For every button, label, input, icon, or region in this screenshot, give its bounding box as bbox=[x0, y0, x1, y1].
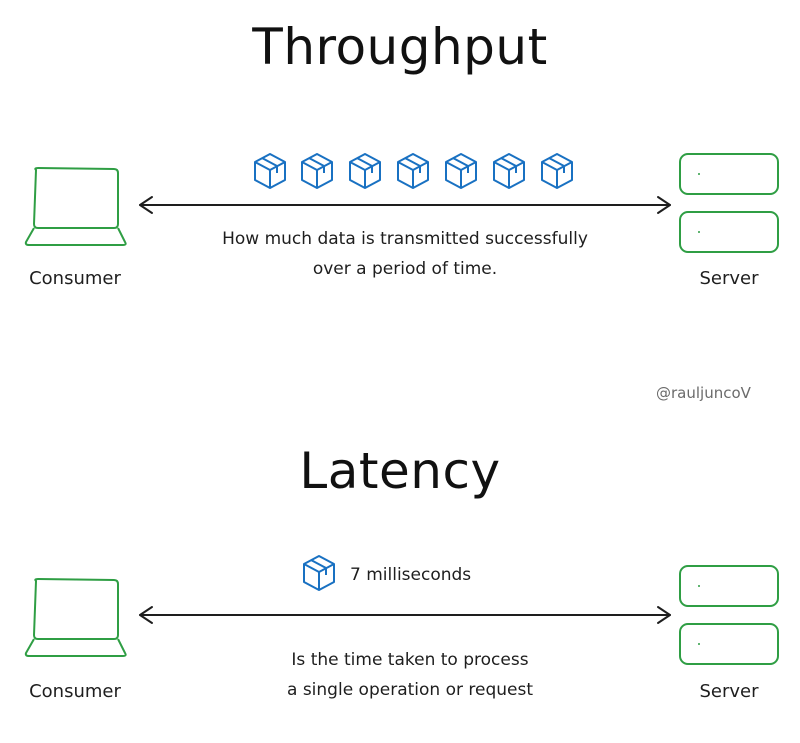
server-label: Server bbox=[699, 268, 759, 289]
package-icon bbox=[541, 153, 573, 189]
package-icon bbox=[254, 153, 286, 189]
package-icon bbox=[397, 153, 429, 189]
package-icon bbox=[349, 153, 381, 189]
package-icon bbox=[301, 153, 333, 189]
watermark-handle: @rauljuncoV bbox=[656, 384, 751, 402]
package-icon bbox=[493, 153, 525, 189]
package-icon bbox=[445, 153, 477, 189]
throughput-title: Throughput bbox=[252, 18, 548, 76]
description-line: over a period of time. bbox=[312, 259, 498, 279]
double-arrow-icon bbox=[139, 606, 671, 624]
consumer-label: Consumer bbox=[29, 681, 121, 702]
laptop-icon bbox=[24, 166, 127, 246]
latency-title: Latency bbox=[299, 442, 501, 500]
description-line: a single operation or request bbox=[287, 680, 533, 700]
double-arrow-icon bbox=[139, 196, 671, 214]
server-icon bbox=[679, 565, 779, 665]
package-row bbox=[252, 152, 582, 192]
description-line: Is the time taken to process bbox=[291, 650, 529, 670]
server-icon bbox=[679, 153, 779, 253]
throughput-description: How much data is transmitted successfull… bbox=[180, 224, 630, 284]
latency-description: Is the time taken to process a single op… bbox=[200, 645, 620, 705]
server-label: Server bbox=[699, 681, 759, 702]
package-icon bbox=[303, 555, 335, 591]
laptop-icon bbox=[24, 577, 127, 657]
latency-value-label: 7 milliseconds bbox=[350, 565, 472, 585]
consumer-label: Consumer bbox=[29, 268, 121, 289]
description-line: How much data is transmitted successfull… bbox=[222, 229, 588, 249]
